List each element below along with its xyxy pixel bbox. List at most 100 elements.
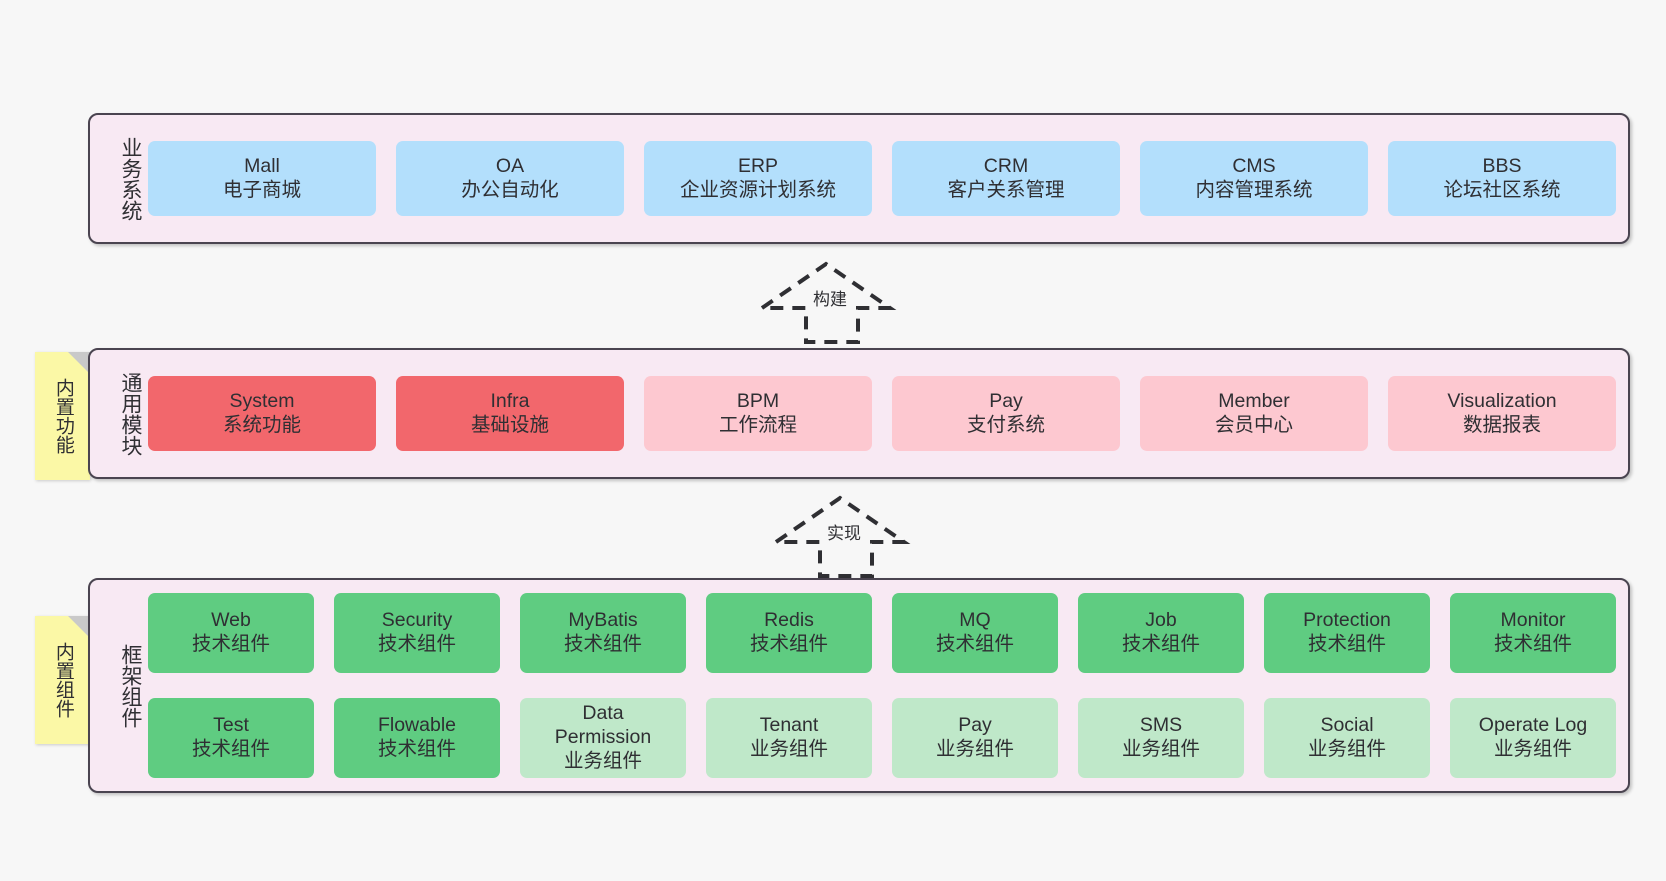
card-title: Tenant xyxy=(759,713,819,736)
card-subtitle: 技术组件 xyxy=(1493,633,1572,656)
card-tenant[interactable]: Tenant 业务组件 xyxy=(706,697,872,778)
card-subtitle: 业务组件 xyxy=(563,749,642,772)
card-title: BBS xyxy=(1482,154,1522,177)
card-title: ERP xyxy=(737,154,779,177)
card-web[interactable]: Web 技术组件 xyxy=(148,593,314,674)
card-row: Mall 电子商城 OA 办公自动化 ERP 企业资源计划系统 CRM 客户关系… xyxy=(148,115,1616,242)
layer-body-common-module: System 系统功能 Infra 基础设施 BPM 工作流程 Pay 支付系统… xyxy=(144,350,1628,477)
card-sms[interactable]: SMS 业务组件 xyxy=(1078,697,1244,778)
layer-business-system[interactable]: 业务系统 Mall 电子商城 OA 办公自动化 ERP 企业资源计划系统 CRM… xyxy=(88,113,1630,244)
card-cms[interactable]: CMS 内容管理系统 xyxy=(1140,141,1368,216)
card-visualization[interactable]: Visualization 数据报表 xyxy=(1388,376,1616,451)
card-subtitle: 技术组件 xyxy=(191,737,270,760)
card-title: Member xyxy=(1218,389,1290,412)
card-subtitle: 技术组件 xyxy=(1307,633,1386,656)
card-title: Security xyxy=(381,609,453,632)
card-subtitle: 内容管理系统 xyxy=(1195,178,1313,201)
card-crm[interactable]: CRM 客户关系管理 xyxy=(892,141,1120,216)
card-title: OA xyxy=(495,154,525,177)
layer-title-common-module: 通用模块 xyxy=(119,371,142,456)
card-member[interactable]: Member 会员中心 xyxy=(1140,376,1368,451)
card-subtitle: 技术组件 xyxy=(563,633,642,656)
card-pay-business[interactable]: Pay 业务组件 xyxy=(892,697,1058,778)
card-title: SMS xyxy=(1139,713,1183,736)
card-social[interactable]: Social 业务组件 xyxy=(1264,697,1430,778)
layer-common-module[interactable]: 通用模块 System 系统功能 Infra 基础设施 BPM 工作流程 Pay… xyxy=(88,348,1630,479)
sticky-note-builtin-component[interactable]: 内置组件 xyxy=(35,616,90,744)
folded-corner-icon xyxy=(68,352,90,374)
card-pay[interactable]: Pay 支付系统 xyxy=(892,376,1120,451)
card-title: MyBatis xyxy=(568,609,638,632)
card-title: Pay xyxy=(958,713,992,736)
card-mq[interactable]: MQ 技术组件 xyxy=(892,593,1058,674)
card-title: Test xyxy=(213,713,249,736)
sticky-note-label: 内置组件 xyxy=(52,642,74,718)
folded-corner-icon xyxy=(68,616,90,638)
card-subtitle: 工作流程 xyxy=(718,413,797,436)
card-title: BPM xyxy=(736,389,780,412)
card-title: Visualization xyxy=(1447,389,1557,412)
card-title: Redis xyxy=(764,609,814,632)
card-oa[interactable]: OA 办公自动化 xyxy=(396,141,624,216)
card-title: CRM xyxy=(983,154,1029,177)
card-bbs[interactable]: BBS 论坛社区系统 xyxy=(1388,141,1616,216)
card-title: Operate Log xyxy=(1478,713,1588,736)
implement-arrow: 实现 xyxy=(769,492,920,582)
card-bpm[interactable]: BPM 工作流程 xyxy=(644,376,872,451)
card-monitor[interactable]: Monitor 技术组件 xyxy=(1450,593,1616,674)
implement-arrow-label: 实现 xyxy=(827,524,861,543)
card-security[interactable]: Security 技术组件 xyxy=(334,593,500,674)
card-title: MQ xyxy=(959,609,991,632)
card-redis[interactable]: Redis 技术组件 xyxy=(706,593,872,674)
card-mybatis[interactable]: MyBatis 技术组件 xyxy=(520,593,686,674)
card-title: Protection xyxy=(1303,609,1391,632)
card-title: Pay xyxy=(989,389,1023,412)
card-subtitle: 业务组件 xyxy=(749,737,828,760)
card-job[interactable]: Job 技术组件 xyxy=(1078,593,1244,674)
card-operate-log[interactable]: Operate Log 业务组件 xyxy=(1450,697,1616,778)
card-subtitle: 业务组件 xyxy=(1307,737,1386,760)
sticky-note-builtin-function[interactable]: 内置功能 xyxy=(35,352,90,480)
card-title: Social xyxy=(1320,713,1374,736)
card-flowable[interactable]: Flowable 技术组件 xyxy=(334,697,500,778)
card-subtitle: 支付系统 xyxy=(966,413,1045,436)
card-data-permission[interactable]: Data Permission 业务组件 xyxy=(520,697,686,778)
card-subtitle: 客户关系管理 xyxy=(947,178,1065,201)
card-subtitle: 业务组件 xyxy=(1493,737,1572,760)
card-protection[interactable]: Protection 技术组件 xyxy=(1264,593,1430,674)
build-arrow-label: 构建 xyxy=(813,290,847,309)
card-subtitle: 技术组件 xyxy=(377,633,456,656)
layer-title-business-system: 业务系统 xyxy=(119,136,142,221)
card-subtitle: 业务组件 xyxy=(935,737,1014,760)
card-system[interactable]: System 系统功能 xyxy=(148,376,376,451)
dashed-hollow-up-arrow-icon xyxy=(755,261,897,344)
card-title: CMS xyxy=(1232,154,1276,177)
sticky-note-label: 内置功能 xyxy=(52,378,74,454)
card-title: Flowable xyxy=(377,713,457,736)
layer-title-framework-component: 框架组件 xyxy=(119,643,142,728)
card-subtitle: 论坛社区系统 xyxy=(1443,178,1561,201)
card-title: System xyxy=(229,389,295,412)
card-subtitle: 业务组件 xyxy=(1121,737,1200,760)
card-test[interactable]: Test 技术组件 xyxy=(148,697,314,778)
card-title: Mall xyxy=(244,154,280,177)
card-subtitle: 技术组件 xyxy=(1121,633,1200,656)
card-title: Monitor xyxy=(1500,609,1566,632)
card-subtitle: 数据报表 xyxy=(1462,413,1541,436)
card-subtitle: 技术组件 xyxy=(749,633,828,656)
card-title: Infra xyxy=(490,389,530,412)
card-title: Data Permission xyxy=(554,702,652,748)
card-subtitle: 会员中心 xyxy=(1214,413,1293,436)
dashed-hollow-up-arrow-icon xyxy=(769,495,911,578)
card-title: Web xyxy=(211,609,251,632)
card-infra[interactable]: Infra 基础设施 xyxy=(396,376,624,451)
card-row: Test 技术组件 Flowable 技术组件 Data Permission … xyxy=(148,693,1616,784)
build-arrow: 构建 xyxy=(755,258,906,348)
card-erp[interactable]: ERP 企业资源计划系统 xyxy=(644,141,872,216)
card-subtitle: 企业资源计划系统 xyxy=(679,178,836,201)
card-mall[interactable]: Mall 电子商城 xyxy=(148,141,376,216)
layer-body-framework-component: Web 技术组件 Security 技术组件 MyBatis 技术组件 Redi… xyxy=(144,580,1628,791)
card-title: Job xyxy=(1145,609,1177,632)
layer-framework-component[interactable]: 框架组件 Web 技术组件 Security 技术组件 MyBatis 技术组件… xyxy=(88,578,1630,793)
